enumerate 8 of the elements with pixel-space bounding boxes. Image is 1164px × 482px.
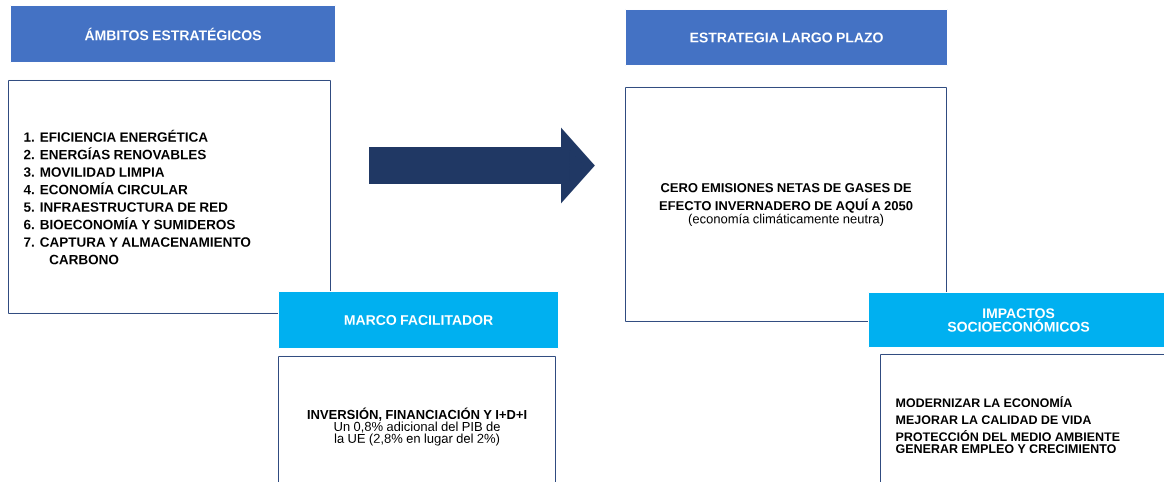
text-box: INVERSIÓN, FINANCIACIÓN Y I+D+I Un 0,8% adicional del PIB de la UE (2,8% en lugar del 2%) bbox=[278, 356, 556, 482]
header-box: MARCO FACILITADOR bbox=[278, 291, 559, 349]
header-box: ESTRATEGIA LARGO PLAZO bbox=[625, 9, 948, 66]
header-box: ÁMBITOS ESTRATÉGICOS bbox=[10, 5, 336, 63]
text-box: MODERNIZAR LA ECONOMÍA MEJORAR LA CALIDAD DE VIDA PROTECCIÓN DEL MEDIO AMBIENTE GENERAR EMPLEO Y CRECIMIENTO bbox=[880, 354, 1164, 482]
text-box: CERO EMISIONES NETAS DE GASES DE EFECTO INVERNADERO DE AQUÍ A 2050 (economía climáticamente neutra) bbox=[625, 87, 947, 322]
list-box: 1. EFICIENCIA ENERGÉTICA 2. ENERGÍAS RENOVABLES 3. MOVILIDAD LIMPIA 4. ECONOMÍA CIRCULAR 5. INFRAESTRUCTURA DE RED 6. BIOECONOMÍA Y SUMIDEROS 7. CAPTURA Y ALMACENAMIENTO CARBONO bbox=[8, 80, 331, 314]
header-box: IMPACTOS SOCIOECONÓMICOS bbox=[868, 292, 1164, 348]
